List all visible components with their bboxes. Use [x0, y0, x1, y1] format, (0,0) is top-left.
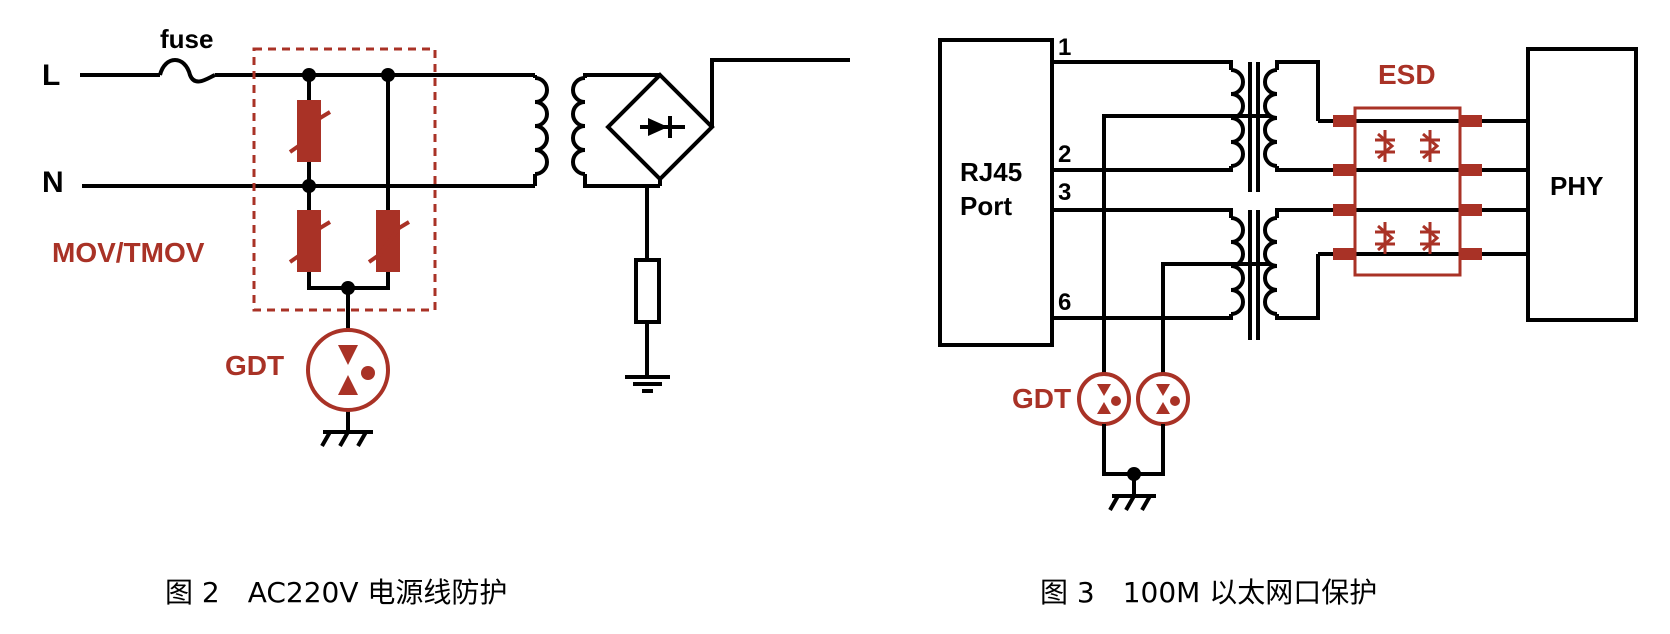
pin-6-label: 6: [1058, 289, 1071, 316]
transformer-2-fig3: [1229, 208, 1340, 340]
pin1-wire: [1052, 60, 1233, 70]
varistor-wiring: [307, 75, 390, 290]
bridge-rectifier: [605, 58, 850, 186]
pin-3-label: 3: [1058, 179, 1071, 206]
figure-3-caption: 图 3 100M 以太网口保护: [1040, 576, 1377, 609]
transformer-1-fig3: [1229, 60, 1340, 192]
gdt-symbol-fig3-right: [1136, 372, 1190, 426]
rj45-label: RJ45: [960, 157, 1022, 187]
ground-icon: [625, 375, 670, 393]
rj45-port-box: [938, 38, 1054, 347]
varistor-2: [288, 210, 332, 272]
gdt-label-fig3: GDT: [1012, 383, 1071, 414]
gdt-symbol-fig3-left: [1077, 372, 1131, 426]
pin6-wire: [1052, 314, 1233, 320]
figure-2-caption: 图 2 AC220V 电源线防护: [165, 576, 507, 609]
phy-label: PHY: [1550, 171, 1603, 201]
center-tap-1-wire: [1102, 114, 1270, 374]
port-label: Port: [960, 191, 1012, 221]
esd-label: ESD: [1378, 59, 1436, 90]
varistor-1: [288, 100, 332, 162]
line-label-l: L: [42, 59, 60, 92]
transformer-fig2: [533, 73, 660, 188]
ground-icon: [320, 430, 373, 447]
mov-dashed-box: [252, 47, 437, 312]
gdt-symbol-fig2: [306, 328, 390, 412]
figure-2-ac-power-protection: L N fuse MOV/TMOV GDT: [42, 24, 850, 609]
varistor-3: [367, 210, 411, 272]
resistor: [634, 186, 661, 375]
pin3-wire: [1052, 208, 1233, 218]
gdt-label-fig2: GDT: [225, 350, 284, 381]
esd-array: ESD: [1333, 59, 1482, 277]
fuse-symbol: [158, 58, 216, 84]
center-tap-2-wire: [1161, 262, 1270, 374]
pin-2-label: 2: [1058, 141, 1071, 168]
pin2-wire: [1052, 166, 1233, 172]
pin-1-label: 1: [1058, 34, 1071, 61]
phy-box: [1526, 47, 1638, 322]
neutral-label-n: N: [42, 166, 64, 199]
ground-icon: [1108, 494, 1156, 511]
fuse-label: fuse: [160, 24, 213, 54]
figure-3-ethernet-protection: RJ45 Port PHY 1 2 3 6: [938, 34, 1638, 609]
phy-signal-wires: [1318, 119, 1528, 256]
gdt-common-wire: [1102, 424, 1165, 476]
mov-tmov-label: MOV/TMOV: [52, 237, 205, 268]
